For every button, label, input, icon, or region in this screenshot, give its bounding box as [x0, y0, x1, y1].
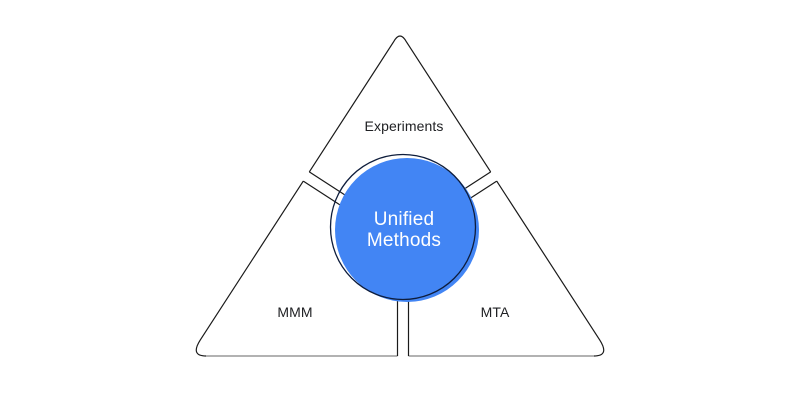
label-experiments: Experiments	[364, 118, 444, 134]
triangle-outline-left	[195, 180, 304, 357]
center-circle-fill	[335, 158, 479, 302]
triangle-outline-apex	[308, 35, 492, 173]
triangle-outline-right	[496, 180, 605, 357]
center-circle-outline	[329, 153, 477, 301]
label-mta: MTA	[480, 304, 510, 320]
label-unified-methods: Unified Methods	[367, 209, 441, 251]
center-label-line2: Methods	[366, 230, 442, 251]
connector-left	[302, 171, 348, 207]
connector-bottom	[396, 297, 410, 356]
center-label-line1: Unified	[373, 209, 435, 230]
label-mmm: MMM	[277, 304, 313, 320]
